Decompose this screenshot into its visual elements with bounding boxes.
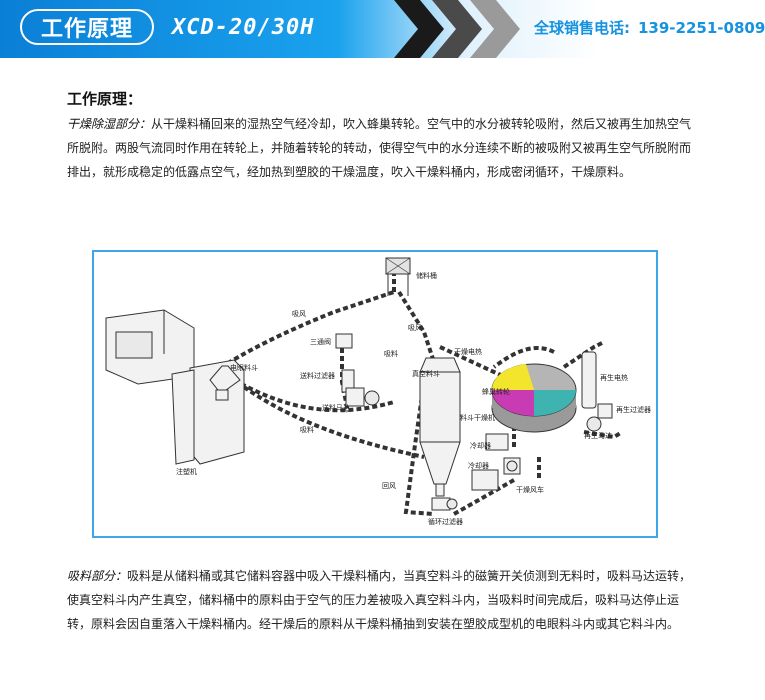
label-electric-eye-hopper: 电眼料斗 <box>230 363 258 372</box>
honeycomb-wheel <box>491 363 577 433</box>
label-material-filter: 送料过滤器 <box>300 371 335 380</box>
drying-label: 干燥除湿部分： <box>67 117 152 131</box>
hotline: 全球销售电话: 139-2251-0809 <box>534 17 765 38</box>
three-way-valve <box>335 333 353 349</box>
hopper-dryer <box>419 357 461 497</box>
regen-filter <box>597 403 613 419</box>
header-banner: 工作原理 XCD-20/30H 全球销售电话: 139-2251-0809 <box>0 0 765 58</box>
label-regen-motor: 再生马达 <box>584 431 612 440</box>
label-suction-air-2: 吸风 <box>408 324 422 332</box>
label-regen-filter: 再生过滤器 <box>616 405 651 414</box>
label-three-way-valve: 三通阀 <box>310 337 331 346</box>
pipes <box>212 274 624 516</box>
banner-title: 工作原理 <box>20 9 154 45</box>
banner-model: XCD-20/30H <box>172 15 315 40</box>
label-loading-motor: 送料马达 <box>322 403 350 412</box>
label-dry-fan: 干燥风车 <box>516 485 544 494</box>
label-hopper-dryer: 料斗干燥机 <box>460 413 495 422</box>
label-cooler-2: 冷却器 <box>468 461 489 470</box>
label-suction-material-1: 吸料 <box>384 349 398 358</box>
label-return-air: 回风 <box>382 482 396 490</box>
label-cooler-1: 冷却器 <box>470 441 491 450</box>
loading-text: 吸料是从储料桶或其它储料容器中吸入干燥料桶内，当真空料斗的磁簧开关侦测到无料时，… <box>67 569 692 631</box>
loading-motor <box>345 387 380 407</box>
label-regen-heater: 再生电热 <box>600 373 628 382</box>
label-suction-air-1: 吸风 <box>292 310 306 318</box>
section-heading: 工作原理： <box>67 90 143 108</box>
label-vacuum-hopper: 真空料斗 <box>412 369 440 378</box>
dry-fan <box>503 457 521 475</box>
label-circulation-filter: 循环过滤器 <box>428 517 463 526</box>
loading-paragraph: 吸料部分：吸料是从储料桶或其它储料容器中吸入干燥料桶内，当真空料斗的磁簧开关侦测… <box>67 564 697 636</box>
cooler-1 <box>485 433 509 451</box>
process-diagram: 储料桶 吸风 吸风 三通阀 电眼料斗 送料过滤器 吸料 吸料 真空料斗 干燥电热… <box>92 250 658 538</box>
label-dryer-heater: 干燥电热 <box>454 347 482 356</box>
chevron-arrows-icon <box>394 0 520 58</box>
regen-heater <box>581 351 597 409</box>
label-suction-material-2: 吸料 <box>300 425 314 434</box>
hotline-number: 139-2251-0809 <box>638 19 765 37</box>
drying-paragraph: 干燥除湿部分：从干燥料桶回来的湿热空气经冷却，吹入蜂巢转轮。空气中的水分被转轮吸… <box>67 112 697 184</box>
label-storage-bin: 储料桶 <box>416 271 437 280</box>
hotline-label: 全球销售电话: <box>534 19 630 37</box>
circulation-filter <box>431 497 458 511</box>
process-diagram-svg: 储料桶 吸风 吸风 三通阀 电眼料斗 送料过滤器 吸料 吸料 真空料斗 干燥电热… <box>105 257 651 526</box>
regen-motor <box>586 416 602 432</box>
injection-machine <box>105 309 245 465</box>
loading-label: 吸料部分： <box>67 569 128 583</box>
label-injection-machine: 注塑机 <box>176 467 197 476</box>
storage-bin <box>385 257 411 296</box>
drying-text: 从干燥料桶回来的湿热空气经冷却，吹入蜂巢转轮。空气中的水分被转轮吸附，然后又被再… <box>67 117 692 179</box>
label-honeycomb-wheel: 蜂巢转轮 <box>482 387 510 396</box>
cooler-2 <box>471 469 499 491</box>
